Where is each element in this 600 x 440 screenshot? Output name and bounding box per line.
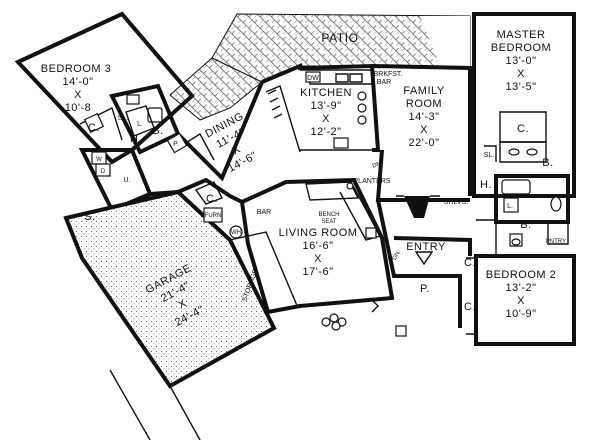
master-name-line2: BEDROOM	[491, 42, 551, 54]
pantry-label: PNTRY	[546, 239, 566, 245]
washer-label: W	[96, 157, 102, 163]
kitchen-name: KITCHEN	[300, 87, 352, 99]
furnace-label: FURN	[205, 213, 222, 219]
dishwasher-label: DW	[307, 75, 319, 82]
storage-s-label: S.	[84, 211, 95, 223]
hall-left	[149, 177, 243, 205]
family-down-label: DN.	[372, 160, 384, 169]
utility-label: U.	[124, 177, 131, 184]
kitchen-walls	[261, 62, 381, 153]
master-bath	[494, 174, 570, 224]
bedroom-2-dim1: 13'-2"	[505, 282, 536, 294]
bedroom-2-name: BEDROOM 2	[486, 269, 557, 281]
bath-left-label: B.	[152, 125, 163, 137]
kitchen-dim2: 12'-2"	[310, 126, 341, 138]
shelves-label: SHLVS.	[444, 199, 468, 206]
kitchen-x: X	[322, 113, 330, 125]
master-closet-label: C.	[517, 123, 529, 135]
entry-walls	[376, 199, 472, 337]
bedroom-3-dim2: 10'-8	[65, 102, 92, 114]
bedroom-2-walls	[466, 254, 576, 346]
living-room-dim2: 17'-6"	[302, 266, 333, 278]
family-dim2: 22'-0"	[408, 137, 439, 149]
bar-label: BAR	[257, 209, 271, 216]
bedroom-3-closet-label: C.	[88, 122, 100, 134]
living-room-x: X	[314, 253, 322, 265]
entry-name: ENTRY	[406, 241, 446, 253]
bedroom-2-x: X	[517, 295, 525, 307]
dining-walls	[166, 81, 264, 182]
living-room-name: LIVING ROOM	[279, 227, 358, 239]
living-room-dim1: 16'-6"	[302, 240, 333, 252]
master-bedroom-walls	[472, 12, 576, 198]
bedroom-3-walls	[14, 11, 195, 165]
water-heater-label: WH	[231, 230, 241, 236]
family-name-line1: FAMILY	[403, 85, 444, 97]
entry-closet-label-1: C.	[464, 257, 476, 269]
bedroom-3-x: X	[74, 89, 82, 101]
dining-pantry-label: P.	[173, 141, 179, 148]
entry-porch-label: P.	[420, 283, 430, 295]
master-dim2: 13'-5"	[505, 81, 536, 93]
family-x: X	[420, 124, 428, 136]
master-dim1: 13'-0"	[505, 55, 536, 67]
garage-closet-label: C.	[206, 193, 218, 205]
bedroom-3-sliding-label: SL.	[118, 115, 129, 122]
master-name-line1: MASTER	[497, 29, 546, 41]
bath-right-label: B.	[520, 219, 531, 231]
hall-left-label: H.	[130, 133, 142, 145]
dryer-label: D	[101, 169, 106, 175]
master-x: X	[517, 68, 525, 80]
master-bath-label: B.	[542, 157, 553, 169]
planting-shrubs	[321, 297, 379, 331]
patio-label: PATIO	[321, 31, 358, 45]
kitchen-dim1: 13'-9"	[310, 100, 341, 112]
linen-right-label: L.	[507, 203, 513, 210]
family-dim1: 14'-3"	[408, 111, 439, 123]
bench-label-1: BENCH	[318, 212, 339, 218]
hall-right-label: H.	[480, 179, 492, 191]
planters-label: PLANTERS	[354, 178, 391, 185]
bedroom-2-dim2: 10'-9"	[505, 308, 536, 320]
entry-closet-label-2: C.	[464, 301, 476, 313]
entry-down-label: DN.	[392, 249, 403, 261]
bedroom-3-name: BEDROOM 3	[41, 63, 112, 75]
linen-left-label: L.	[137, 121, 143, 128]
breakfast-bar-label-2: BAR	[377, 79, 391, 86]
bench-label-2: SEAT	[321, 219, 337, 225]
breakfast-bar-label-1: BRKFST.	[374, 71, 403, 78]
master-sliding-label: SL.	[484, 152, 495, 159]
living-room-walls	[239, 177, 395, 315]
bedroom-3-dim1: 14'-0"	[62, 76, 93, 88]
family-name-line2: ROOM	[406, 98, 442, 110]
